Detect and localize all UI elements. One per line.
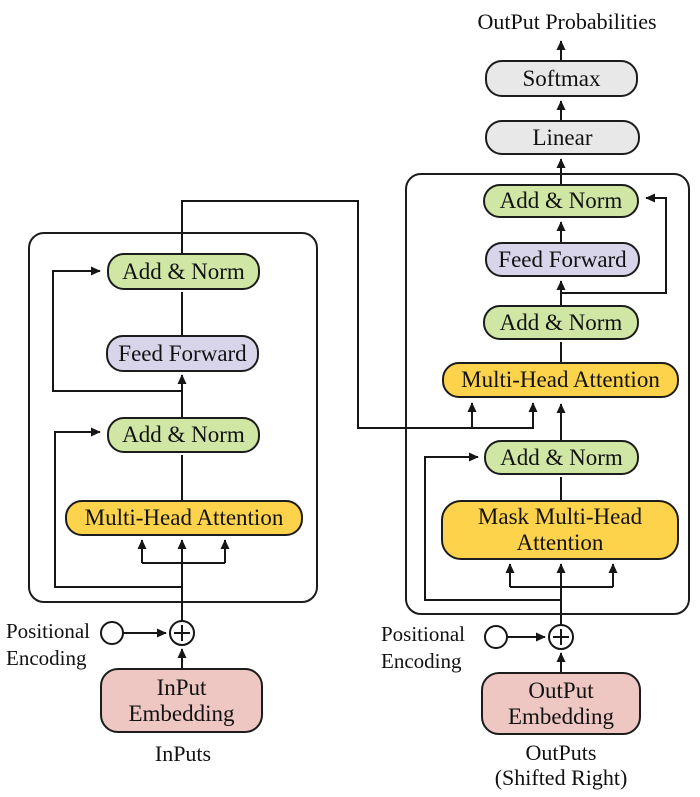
linear-label: Linear xyxy=(532,124,593,150)
decoder-add-norm-top-node: Add & Norm xyxy=(483,184,639,218)
masked-attention-label-line2: Attention xyxy=(516,530,604,555)
masked-multi-head-attention-node: Mask Multi-Head Attention xyxy=(441,500,679,560)
input-embedding-label-line2: Embedding xyxy=(128,700,235,726)
encoder-positional-line2: Encoding xyxy=(6,646,87,671)
encoder-positional-encoding-label: Positional Encoding xyxy=(6,618,90,673)
outputs-shifted-right-caption: (Shifted Right) xyxy=(494,765,628,790)
decoder-positional-circle-icon xyxy=(484,625,508,649)
input-embedding-node: InPut Embedding xyxy=(100,668,263,733)
encoder-add-norm-top-node: Add & Norm xyxy=(107,253,260,290)
encoder-add-norm-bottom-node: Add & Norm xyxy=(107,417,260,453)
wire-encoder-residual-ff xyxy=(52,266,182,392)
encoder-positional-line1: Positional xyxy=(6,619,91,643)
wire-decoder-residual-ff xyxy=(561,193,667,294)
decoder-add-norm-bottom-label: Add & Norm xyxy=(500,444,623,470)
encoder-multi-head-attention-node: Multi-Head Attention xyxy=(65,500,303,536)
encoder-add-norm-bottom-label: Add & Norm xyxy=(122,422,245,448)
decoder-add-norm-middle-node: Add & Norm xyxy=(483,305,639,340)
encoder-feed-forward-node: Feed Forward xyxy=(106,335,259,372)
encoder-multi-head-attention-label: Multi-Head Attention xyxy=(84,505,284,531)
encoder-add-norm-top-label: Add & Norm xyxy=(122,258,245,284)
input-embedding-label-line1: InPut xyxy=(156,674,207,700)
decoder-positional-line1: Positional xyxy=(381,622,466,646)
decoder-feed-forward-label: Feed Forward xyxy=(498,246,627,272)
decoder-add-norm-top-label: Add & Norm xyxy=(499,188,623,214)
output-probabilities-label: OutPut Probabilities xyxy=(477,9,657,34)
encoder-frame xyxy=(28,232,318,603)
outputs-caption: OutPuts xyxy=(525,740,597,765)
decoder-multi-head-attention-label: Multi-Head Attention xyxy=(461,367,660,393)
decoder-positional-encoding-label: Positional Encoding xyxy=(381,621,465,676)
output-embedding-label-line2: Embedding xyxy=(507,703,615,729)
softmax-label: Softmax xyxy=(522,65,601,91)
encoder-feed-forward-label: Feed Forward xyxy=(118,340,247,366)
linear-node: Linear xyxy=(485,120,640,155)
output-embedding-label-line1: OutPut xyxy=(528,677,594,703)
inputs-caption: InPuts xyxy=(154,741,212,766)
encoder-positional-circle-icon xyxy=(100,621,124,645)
decoder-add-norm-middle-label: Add & Norm xyxy=(499,309,623,335)
output-embedding-node: OutPut Embedding xyxy=(481,672,641,735)
decoder-multi-head-attention-node: Multi-Head Attention xyxy=(442,362,679,398)
masked-attention-label-line1: Mask Multi-Head xyxy=(477,504,643,530)
decoder-feed-forward-node: Feed Forward xyxy=(485,242,640,277)
wire-decoder-residual-masked-attention xyxy=(424,452,561,601)
decoder-add-symbol-icon xyxy=(548,624,574,650)
decoder-frame xyxy=(405,173,690,615)
encoder-add-symbol-icon xyxy=(169,620,195,646)
softmax-node: Softmax xyxy=(485,60,638,97)
wire-encoder-residual-attention xyxy=(54,427,182,588)
wire-encoder-output-to-decoder xyxy=(181,200,538,429)
decoder-positional-line2: Encoding xyxy=(381,649,462,674)
decoder-add-norm-bottom-node: Add & Norm xyxy=(484,440,639,475)
